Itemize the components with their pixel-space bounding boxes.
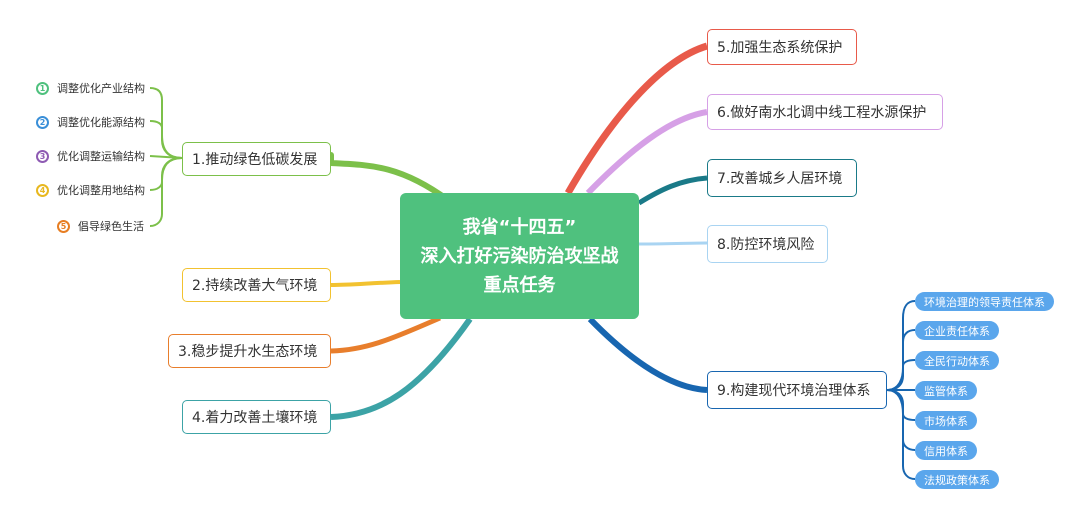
branch-node-9[interactable]: 9.构建现代环境治理体系	[707, 371, 887, 409]
branch-node-3-label: 3.稳步提升水生态环境	[178, 344, 318, 360]
branch-node-2-label: 2.持续改善大气环境	[192, 278, 318, 294]
connector-branch-6	[585, 109, 708, 196]
connector-branch-5	[564, 42, 709, 195]
connector-branch-3	[330, 315, 441, 354]
branch-node-5-label: 5.加强生态系统保护	[717, 40, 843, 56]
central-topic-line-2: 深入打好污染防治攻坚战	[420, 245, 619, 267]
marker-5-icon: 5	[57, 219, 70, 233]
branch-node-4[interactable]: 4.着力改善土壤环境	[182, 400, 331, 434]
central-topic-line-3: 重点任务	[483, 274, 556, 296]
leaf-9-1[interactable]: 环境治理的领导责任体系	[915, 292, 1054, 311]
connector-branch-2	[330, 280, 401, 287]
branch-node-9-label: 9.构建现代环境治理体系	[717, 383, 871, 399]
branch-node-6-label: 6.做好南水北调中线工程水源保护	[717, 105, 927, 121]
branch-node-2[interactable]: 2.持续改善大气环境	[182, 268, 331, 302]
connector-branch-1-children	[149, 87, 183, 227]
branch-node-8[interactable]: 8.防控环境风险	[707, 225, 828, 263]
leaf-9-2[interactable]: 企业责任体系	[915, 321, 999, 340]
leaf-1-2-label: 调整优化能源结构	[57, 116, 145, 129]
leaf-1-5-label: 倡导绿色生活	[78, 220, 144, 233]
central-topic-line-1: 我省“十四五”	[462, 216, 577, 238]
connector-branch-9	[587, 316, 708, 393]
leaf-1-1-label: 调整优化产业结构	[57, 82, 145, 95]
leaf-1-5[interactable]: 5 倡导绿色生活	[57, 218, 144, 234]
branch-node-6[interactable]: 6.做好南水北调中线工程水源保护	[707, 94, 943, 130]
leaf-1-1[interactable]: 1 调整优化产业结构	[36, 80, 145, 96]
central-topic[interactable]: 我省“十四五” 深入打好污染防治攻坚战 重点任务	[400, 193, 639, 319]
leaf-1-2[interactable]: 2 调整优化能源结构	[36, 114, 145, 130]
connector-branch-4	[330, 317, 473, 420]
leaf-9-5[interactable]: 市场体系	[915, 411, 977, 430]
leaf-9-3[interactable]: 全民行动体系	[915, 351, 999, 370]
leaf-1-4[interactable]: 4 优化调整用地结构	[36, 182, 145, 198]
connector-branch-1	[328, 152, 451, 203]
branch-node-1[interactable]: 1.推动绿色低碳发展	[182, 142, 331, 176]
marker-1-icon: 1	[36, 81, 49, 95]
branch-node-5[interactable]: 5.加强生态系统保护	[707, 29, 857, 65]
leaf-1-3[interactable]: 3 优化调整运输结构	[36, 148, 145, 164]
leaf-1-3-label: 优化调整运输结构	[57, 150, 145, 163]
leaf-9-6[interactable]: 信用体系	[915, 441, 977, 460]
branch-node-7-label: 7.改善城乡人居环境	[717, 171, 843, 187]
marker-2-icon: 2	[36, 115, 49, 129]
branch-node-1-label: 1.推动绿色低碳发展	[192, 152, 318, 168]
leaf-1-4-label: 优化调整用地结构	[57, 184, 145, 197]
marker-3-icon: 3	[36, 149, 49, 163]
branch-node-4-label: 4.着力改善土壤环境	[192, 410, 318, 426]
branch-node-7[interactable]: 7.改善城乡人居环境	[707, 159, 857, 197]
connector-branch-7	[637, 175, 708, 206]
connector-branch-9-children	[886, 300, 916, 480]
connector-branch-8	[638, 241, 708, 246]
branch-node-3[interactable]: 3.稳步提升水生态环境	[168, 334, 331, 368]
leaf-9-4[interactable]: 监管体系	[915, 381, 977, 400]
branch-node-8-label: 8.防控环境风险	[717, 237, 815, 253]
leaf-9-7[interactable]: 法规政策体系	[915, 470, 999, 489]
marker-4-icon: 4	[36, 183, 49, 197]
